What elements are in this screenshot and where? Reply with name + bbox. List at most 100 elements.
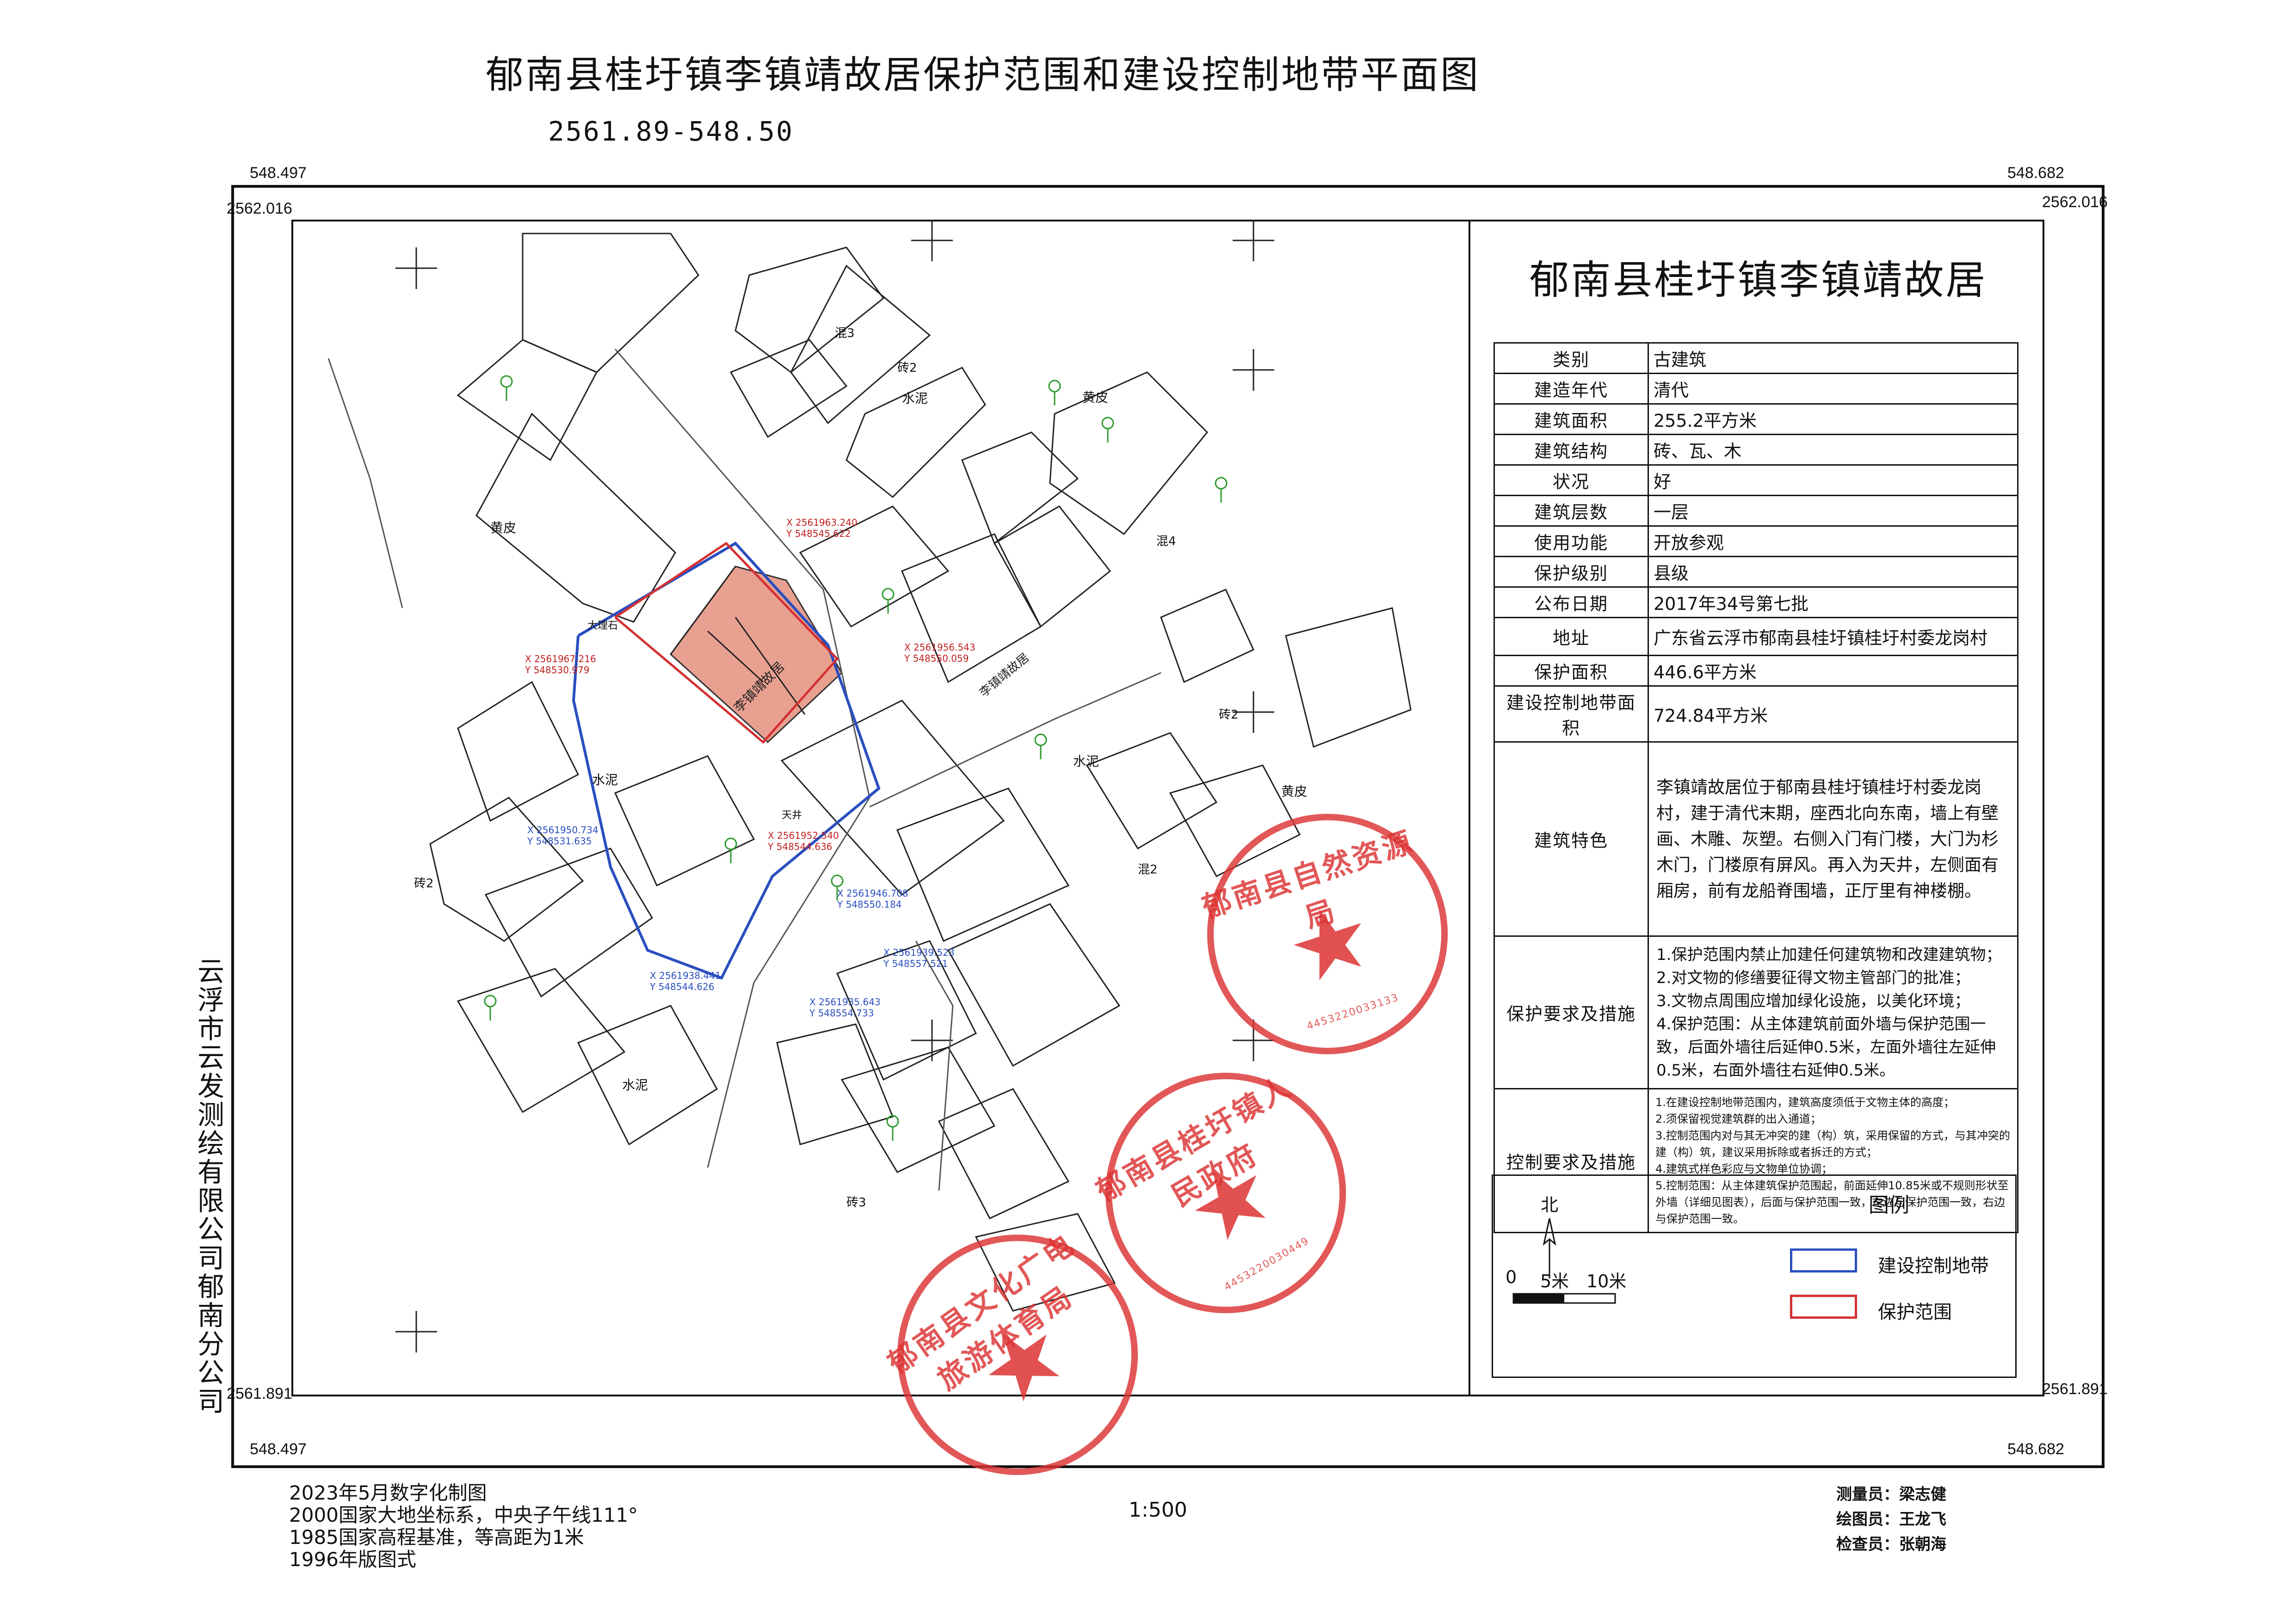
label-brick3: 砖3 [846, 1196, 866, 1210]
control-item: 2.须保留视觉建筑群的出入通道； [1655, 1113, 1821, 1125]
label-mixed2: 混2 [1138, 863, 1158, 877]
control-item: 3.控制范围内对与其无冲突的建（构）筑，采用保留的方式，与其冲突的建（构）筑，建… [1655, 1129, 2010, 1159]
legend-title: 图例 [1869, 1193, 1909, 1217]
label-cement-2: 水泥 [1073, 754, 1099, 769]
outer-frame [231, 185, 2105, 1468]
coord-bl-y: 2561.891 [227, 1385, 292, 1402]
info-value: 清代 [1648, 373, 2018, 405]
protect-item: 3.文物点周围应增加绿化设施，以美化环境； [1656, 991, 1970, 1010]
coord-tl-x: 548.497 [250, 164, 307, 182]
site-map [327, 220, 1412, 1352]
note-line: 1996年版图式 [289, 1548, 416, 1571]
label-yellow-soil-1: 黄皮 [490, 520, 517, 535]
scale-bar-label-0: 0 [1506, 1267, 1517, 1287]
protect-item: 2.对文物的修缮要征得文物主管部门的批准； [1656, 968, 1970, 987]
staff-drafter: 绘图员：王龙飞 [1836, 1510, 1946, 1529]
scale-bar-icon [1512, 1293, 1616, 1304]
map-title: 郁南县桂圩镇李镇靖故居保护范围和建设控制地带平面图 [486, 53, 1481, 97]
sheet-number: 2561.89-548.50 [548, 116, 794, 147]
legend-protect-swatch [1790, 1295, 1857, 1319]
protect-item: 4.保护范围：从主体建筑前面外墙与保护范围一致，后面外墙往后延伸0.5米，左面外… [1656, 1014, 1996, 1080]
label-cement-1: 水泥 [592, 772, 618, 787]
info-row: 建造年代清代 [1494, 373, 2018, 405]
info-row: 使用功能开放参观 [1494, 525, 2018, 557]
info-key: 保护级别 [1494, 556, 1649, 588]
coord-tr-y: 2562.016 [2042, 193, 2108, 211]
info-key: 控制要求及措施 [1494, 1088, 1649, 1233]
info-row: 建筑结构砖、瓦、木 [1494, 434, 2018, 466]
info-row: 状况好 [1494, 464, 2018, 496]
coord-bl-x: 548.497 [250, 1440, 307, 1458]
info-key: 建筑面积 [1494, 403, 1649, 435]
north-arrow: 北 [1536, 1191, 1563, 1285]
info-key: 保护面积 [1494, 655, 1649, 687]
info-feature-text: 李镇靖故居位于郁南县桂圩镇桂圩村委龙岗村，建于清代末期，座西北向东南，墙上有壁画… [1648, 741, 2018, 937]
north-arrow-icon [1543, 1218, 1556, 1279]
info-value: 446.6平方米 [1648, 655, 2018, 687]
protect-item: 1.保护范围内禁止加建任何建筑物和改建建筑物； [1656, 945, 2002, 964]
info-value: 好 [1648, 464, 2018, 496]
info-protect-list: 1.保护范围内禁止加建任何建筑物和改建建筑物； 2.对文物的修缮要征得文物主管部… [1648, 935, 2018, 1089]
info-title: 郁南县桂圩镇李镇靖故居 [1529, 257, 1987, 303]
info-row: 建筑层数一层 [1494, 495, 2018, 527]
info-key: 建造年代 [1494, 373, 1649, 405]
label-cement-4: 水泥 [622, 1077, 648, 1093]
scale-ratio: 1:500 [1129, 1498, 1187, 1522]
coord-tl-y: 2562.016 [227, 200, 292, 217]
info-key: 地址 [1494, 617, 1649, 656]
info-key: 建设控制地带面积 [1494, 685, 1649, 743]
info-row: 地址广东省云浮市郁南县桂圩镇桂圩村委龙岗村 [1494, 617, 2018, 656]
info-key: 状况 [1494, 464, 1649, 496]
info-value: 广东省云浮市郁南县桂圩镇桂圩村委龙岗村 [1648, 617, 2018, 656]
info-row: 保护级别县级 [1494, 556, 2018, 588]
info-value: 古建筑 [1648, 342, 2018, 374]
note-line: 1985国家高程基准，等高距为1米 [289, 1526, 584, 1549]
info-key: 建筑层数 [1494, 495, 1649, 527]
info-value: 724.84平方米 [1648, 685, 2018, 743]
info-key: 使用功能 [1494, 525, 1649, 557]
info-value: 县级 [1648, 556, 2018, 588]
legend-box [1492, 1174, 2017, 1378]
note-line: 2000国家大地坐标系，中央子午线111° [289, 1504, 638, 1526]
label-mixed3-1: 混3 [835, 326, 855, 340]
info-key: 建筑特色 [1494, 741, 1649, 937]
legend-control-swatch [1790, 1248, 1857, 1273]
info-key: 类别 [1494, 342, 1649, 374]
info-value: 一层 [1648, 495, 2018, 527]
coord-tr-x: 548.682 [2007, 164, 2064, 182]
staff-surveyor: 测量员：梁志健 [1836, 1485, 1946, 1504]
coord-br-y: 2561.891 [2042, 1380, 2108, 1398]
info-row: 类别古建筑 [1494, 342, 2018, 374]
info-value: 砖、瓦、木 [1648, 434, 2018, 466]
info-key: 保护要求及措施 [1494, 935, 1649, 1089]
label-yellow-soil-2: 黄皮 [1082, 390, 1109, 405]
info-row-control: 控制要求及措施 1.在建设控制地带范围内，建筑高度须低于文物主体的高度； 2.须… [1494, 1088, 2018, 1233]
info-value: 2017年34号第七批 [1648, 586, 2018, 618]
info-value: 255.2平方米 [1648, 403, 2018, 435]
company-name: 云浮市云发测绘有限公司郁南分公司 [193, 957, 224, 1416]
control-item: 1.在建设控制地带范围内，建筑高度须低于文物主体的高度； [1655, 1096, 1955, 1109]
legend-control-label: 建设控制地带 [1878, 1255, 1989, 1277]
info-key: 公布日期 [1494, 586, 1649, 618]
label-mixed4: 混4 [1156, 535, 1176, 548]
control-item: 5.控制范围：从主体建筑保护范围起，前面延伸10.85米或不规则形状至外墙（详细… [1655, 1179, 2009, 1225]
coord-br-x: 548.682 [2007, 1440, 2064, 1458]
control-item: 4.建筑式样色彩应与文物单位协调； [1655, 1162, 1833, 1175]
label-brick2-3: 砖2 [414, 877, 434, 891]
label-big-stone: 大理石 [587, 620, 618, 632]
info-row-feature: 建筑特色 李镇靖故居位于郁南县桂圩镇桂圩村委龙岗村，建于清代末期，座西北向东南，… [1494, 741, 2018, 937]
